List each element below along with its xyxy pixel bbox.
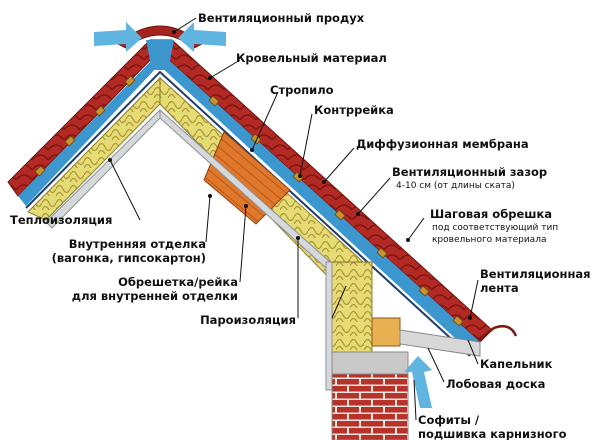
- label-inner-finish-2: (вагонка, гипсокартон): [51, 251, 206, 265]
- eave-board: [371, 317, 401, 347]
- label-step-batten-sub2: кровельного материала: [432, 235, 547, 245]
- label-fascia: Лобовая доска: [446, 377, 546, 391]
- label-vent-gap-sub: 4-10 см (от длины ската): [396, 181, 515, 191]
- airflow-arrow-icon: [94, 22, 432, 408]
- vent-gap-left: [18, 52, 160, 206]
- label-soffit-1: Софиты /: [418, 413, 480, 427]
- label-counter-batten: Контррейка: [314, 103, 394, 117]
- label-vent-gap: Вентиляционный зазор: [392, 165, 548, 179]
- label-membrane: Диффузионная мембрана: [356, 137, 529, 151]
- label-soffit-2: подшивка карнизного: [418, 427, 567, 440]
- label-inner-batten-2: для внутренней отделки: [71, 289, 238, 303]
- battens: [34, 75, 464, 327]
- leader-dots: [108, 30, 472, 320]
- label-step-batten: Шаговая обрешка: [430, 207, 553, 221]
- label-vent-tape-1: Вентиляционная: [480, 267, 591, 281]
- label-inner-finish-1: Внутренняя отделка: [68, 237, 206, 251]
- label-insulation: Теплоизоляция: [10, 213, 113, 227]
- inner-panel-wall: [325, 261, 333, 391]
- label-step-batten-sub1: под соответствующий тип: [432, 223, 559, 233]
- vent-gap-right: [160, 52, 480, 352]
- brick-wall: [331, 373, 409, 440]
- concrete-beam: [331, 351, 409, 375]
- membrane-line: [25, 70, 471, 357]
- label-vent-tape-2: лента: [480, 281, 519, 295]
- label-inner-batten-1: Обрешетка/рейка: [118, 275, 238, 289]
- drip-edge: [477, 325, 518, 341]
- vent-gap-ridge: [146, 40, 174, 70]
- label-vapor-barrier: Пароизоляция: [200, 313, 296, 327]
- label-roofing: Кровельный материал: [236, 51, 387, 65]
- label-drip: Капельник: [480, 357, 553, 371]
- label-rafter: Стропило: [270, 83, 334, 97]
- label-vent-ridge: Вентиляционный продух: [198, 11, 365, 25]
- leader-lines: [109, 17, 479, 421]
- insulation-wall: [331, 261, 373, 353]
- fascia-board: [399, 329, 481, 357]
